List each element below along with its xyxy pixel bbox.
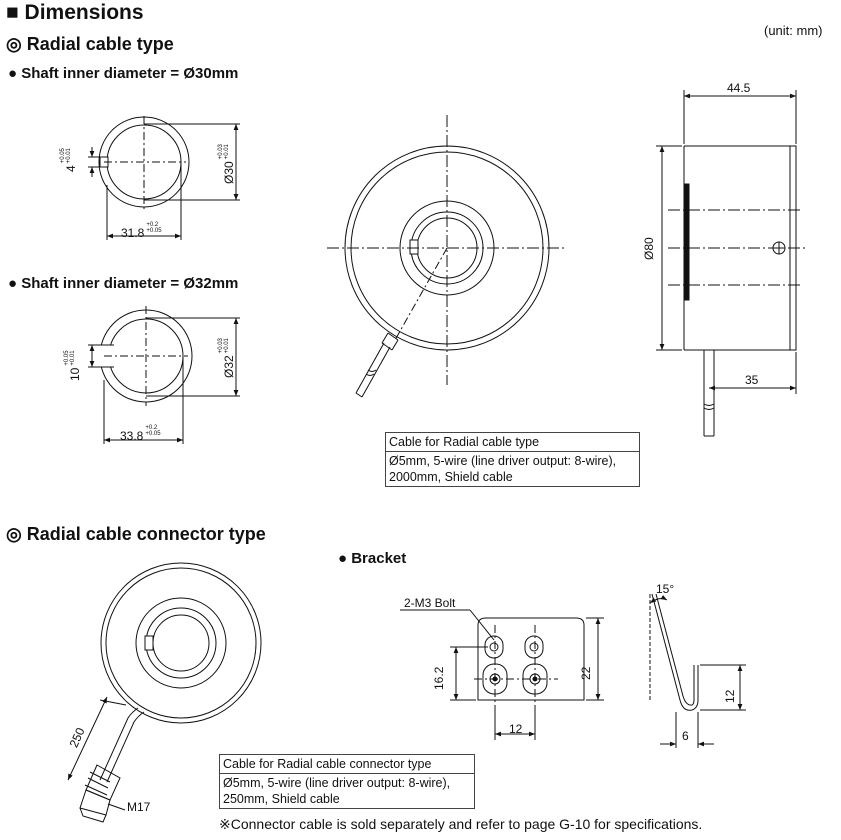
radial-cable-caption-title: Cable for Radial cable type [386,433,639,452]
bracket-height2-dim: 22 [579,666,593,680]
bracket-side-view [649,593,746,748]
s30-dia-value: Ø30 [222,161,236,184]
connector-front-view [67,562,262,823]
shaft30-label: ● Shaft inner diameter = Ø30mm [8,65,239,82]
bracket-angle-dim: 15° [656,582,675,596]
connector-heading-text: Radial cable connector type [26,524,266,544]
s30-key-dim: 4+0.05+0.01 [60,148,78,172]
shaft32-view [88,306,240,444]
s30-dia-tol-minus: +0.01 [224,144,230,160]
s32-dia-value: Ø32 [222,355,236,378]
s32-key-tol-minus: +0.01 [70,350,76,366]
bracket-height1-dim: 16.2 [432,666,446,690]
double-circle-icon: ◎ [6,34,22,54]
s32-width-value: 33.8 [120,429,144,443]
bracket-view [400,609,604,740]
side-depth-dim: 44.5 [727,81,751,95]
double-circle-icon: ◎ [6,524,22,544]
bracket-side-height-dim: 12 [723,689,737,703]
bracket-label: ● Bracket [338,550,407,567]
shaft30-view [88,116,240,240]
radial-cable-line1: Ø5mm, 5-wire (line driver output: 8-wire… [389,454,617,468]
title-square-icon: ■ [6,1,19,24]
s30-dia-dim: Ø30+0.03+0.01 [218,144,236,184]
connector-cable-caption: Cable for Radial cable connector type Ø5… [219,754,475,809]
connector-cable-caption-title: Cable for Radial cable connector type [220,755,474,774]
encoder-front-view [327,115,567,398]
radial-heading: ◎ Radial cable type [6,34,174,55]
s32-dia-tol-minus: +0.01 [224,338,230,354]
s30-key-tol-minus: +0.01 [66,148,72,164]
thread-label: M17 [127,800,151,814]
shaft32-label: ● Shaft inner diameter = Ø32mm [8,275,239,292]
s30-key-value: 4 [64,165,78,172]
s32-width-tol-plus: +0.2 [145,425,158,431]
title: ■ Dimensions [6,1,144,25]
connector-note: ※Connector cable is sold separately and … [219,816,703,832]
page-title: Dimensions [24,1,144,24]
radial-cable-caption: Cable for Radial cable type Ø5mm, 5-wire… [385,432,640,487]
s32-width-dim: 33.8+0.2+0.05 [120,425,161,443]
s32-key-dim: 10+0.05+0.01 [64,350,82,381]
side-cable-dim: 35 [745,373,759,387]
side-dia-dim: Ø80 [642,237,656,260]
connector-cable-line1: Ø5mm, 5-wire (line driver output: 8-wire… [223,776,451,790]
radial-cable-line2: 2000mm, Shield cable [389,470,513,484]
connector-cable-line2: 250mm, Shield cable [223,792,340,806]
s30-width-value: 31.8 [121,226,145,240]
bolt-label: 2-M3 Bolt [404,596,456,610]
bracket-side-width-dim: 6 [682,729,689,743]
radial-heading-text: Radial cable type [26,34,174,54]
connector-heading: ◎ Radial cable connector type [6,524,266,545]
s30-width-tol-minus: +0.05 [146,228,162,234]
unit-note: (unit: mm) [764,23,823,38]
bracket-width-dim: 12 [509,722,523,736]
s30-width-tol-plus: +0.2 [146,222,159,228]
encoder-side-view [656,90,806,437]
s32-width-tol-minus: +0.05 [145,431,161,437]
s32-key-value: 10 [68,367,82,381]
s32-dia-dim: Ø32+0.03+0.01 [218,338,236,378]
s30-width-dim: 31.8+0.2+0.05 [121,222,162,240]
